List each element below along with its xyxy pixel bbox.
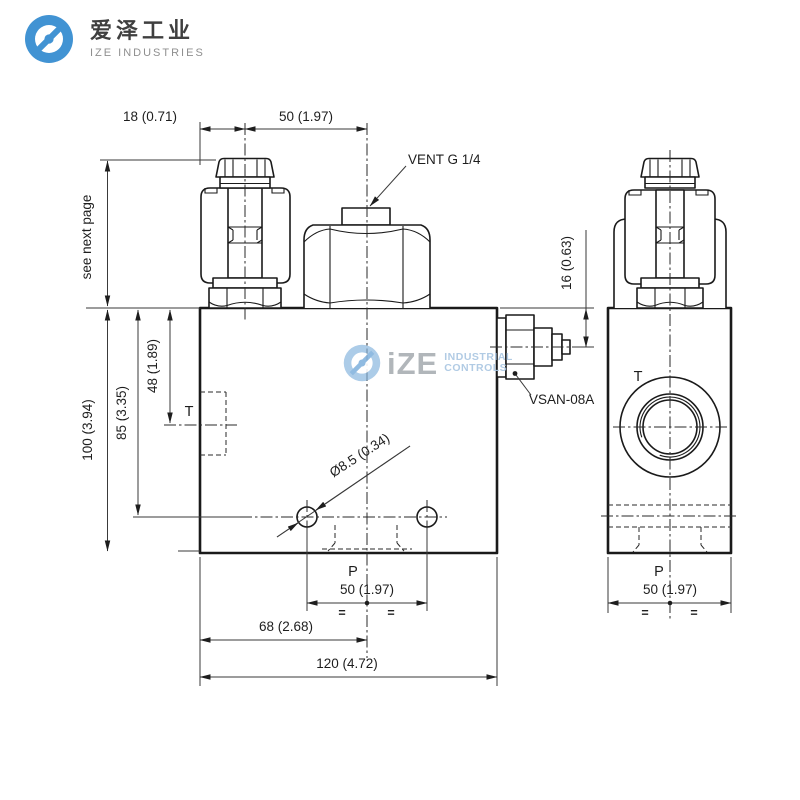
dim-bottom-front: P 50 (1.97) = = 68 (2.68) 120 (4.72) bbox=[199, 529, 498, 686]
dim-left: see next page 100 (3.94) 85 (3.35) 48 (1… bbox=[79, 159, 240, 552]
vsan-label: VSAN-08A bbox=[529, 392, 594, 407]
dim-top: 18 (0.71) 50 (1.97) bbox=[123, 109, 368, 165]
port-p-side-label: P bbox=[654, 564, 664, 580]
dim-16: 16 (0.63) bbox=[500, 230, 594, 348]
eq-side-left: = bbox=[641, 606, 648, 620]
dim-50-bottom-label: 50 (1.97) bbox=[340, 582, 394, 597]
side-block-outline bbox=[606, 306, 733, 555]
dimensions: 18 (0.71) 50 (1.97) VENT G 1/4 see next … bbox=[79, 109, 732, 686]
company-logo-icon bbox=[25, 15, 73, 63]
dim-16-label: 16 (0.63) bbox=[559, 236, 574, 290]
front-view bbox=[164, 123, 574, 658]
company-logo: 爱泽工业 IZE INDUSTRIES bbox=[24, 14, 205, 64]
eq-front-right: = bbox=[387, 606, 394, 620]
vsan-callout: VSAN-08A bbox=[512, 371, 594, 407]
dim-18-label: 18 (0.71) bbox=[123, 109, 177, 124]
dim-bottom-side: P 50 (1.97) = = bbox=[607, 557, 732, 620]
dim-100-label: 100 (3.94) bbox=[80, 399, 95, 461]
company-name-en: IZE INDUSTRIES bbox=[90, 46, 205, 59]
vent-label: VENT G 1/4 bbox=[408, 152, 481, 167]
dim-120-label: 120 (4.72) bbox=[316, 656, 378, 671]
dim-50-side-label: 50 (1.97) bbox=[643, 582, 697, 597]
front-adjust-screw bbox=[200, 157, 291, 309]
dim-68-label: 68 (2.68) bbox=[259, 619, 313, 634]
port-t-front-label: T bbox=[185, 404, 194, 420]
side-view bbox=[601, 150, 738, 620]
side-knob bbox=[640, 157, 700, 178]
front-t-port-hidden bbox=[164, 391, 237, 456]
front-vsan-cartridge bbox=[490, 314, 574, 380]
port-p-front-label: P bbox=[348, 564, 358, 580]
eq-side-right: = bbox=[690, 606, 697, 620]
company-logo-text: 爱泽工业 IZE INDUSTRIES bbox=[90, 18, 205, 59]
dim-50-top-label: 50 (1.97) bbox=[279, 109, 333, 124]
front-block-outline bbox=[198, 306, 499, 555]
dim-48-label: 48 (1.89) bbox=[145, 339, 160, 393]
vent-callout: VENT G 1/4 bbox=[369, 152, 481, 207]
see-next-page-label: see next page bbox=[79, 195, 94, 280]
front-p-port-hidden bbox=[322, 525, 412, 552]
company-name-cn: 爱泽工业 bbox=[90, 18, 195, 44]
port-t-side-label: T bbox=[634, 369, 643, 385]
eq-front-left: = bbox=[338, 606, 345, 620]
dim-85-label: 85 (3.35) bbox=[114, 386, 129, 440]
